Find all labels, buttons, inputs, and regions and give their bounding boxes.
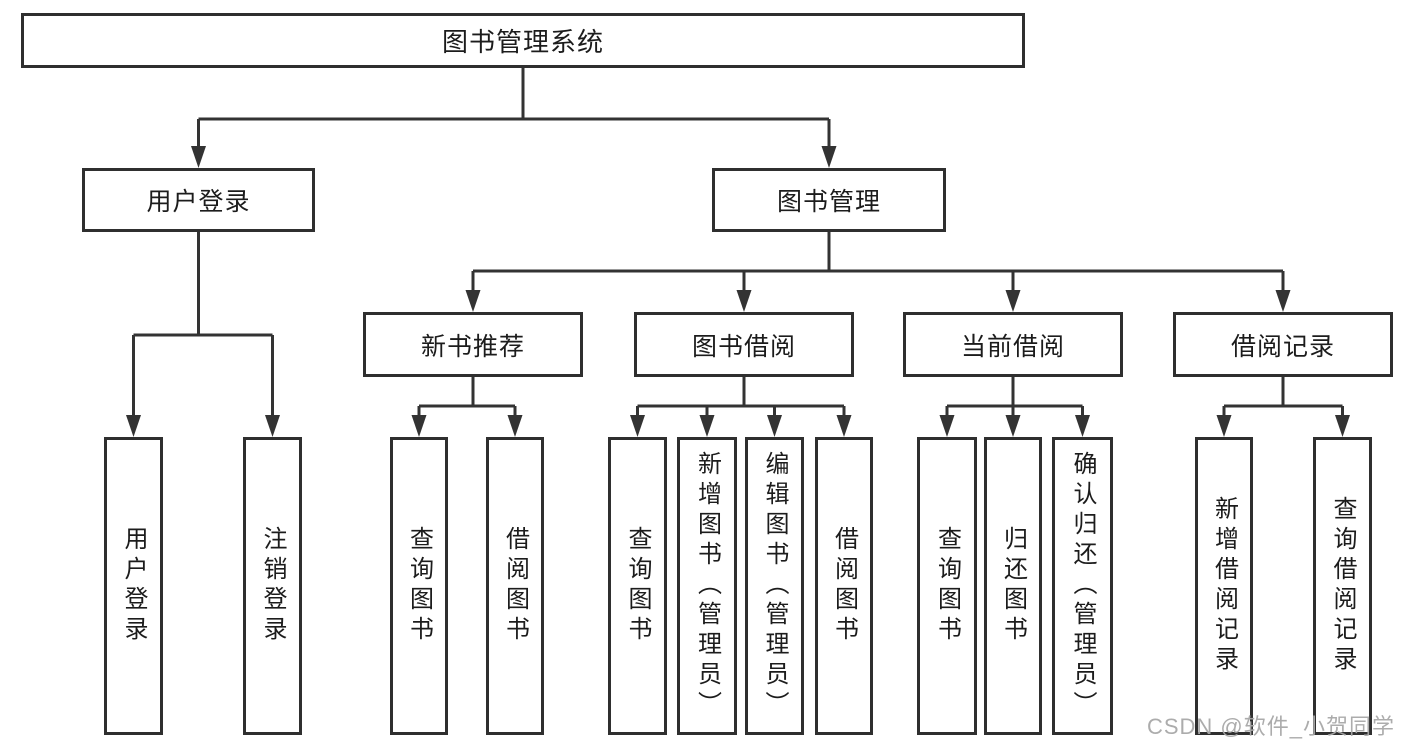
arrow-icon — [265, 415, 280, 437]
arrow-icon — [507, 415, 523, 437]
leaf-recommend-query-books: 查询图书 — [390, 437, 448, 735]
node-root: 图书管理系统 — [21, 13, 1025, 68]
node-book-management: 图书管理 — [712, 168, 946, 232]
node-current-borrow: 当前借阅 — [903, 312, 1123, 377]
connector-new-book-recommend-children — [417, 377, 517, 419]
arrow-icon — [939, 415, 955, 437]
arrow-icon — [126, 415, 141, 437]
leaf-label: 借阅图书 — [830, 526, 858, 646]
connector-user-login-children — [132, 232, 274, 418]
arrow-icon — [1075, 415, 1090, 437]
leaf-borrow-query-books: 查询图书 — [608, 437, 667, 735]
leaf-return-book: 归还图书 — [984, 437, 1042, 735]
node-new-book-recommend: 新书推荐 — [363, 312, 583, 377]
leaf-label: 查询图书 — [405, 526, 433, 646]
leaf-query-borrow-record: 查询借阅记录 — [1313, 437, 1372, 735]
connector-current-borrow-children — [945, 377, 1084, 419]
arrow-icon — [411, 415, 427, 437]
leaf-add-book-admin: 新增图书（管理员） — [677, 437, 737, 735]
arrow-icon — [836, 415, 852, 437]
leaf-label: 查询借阅记录 — [1329, 496, 1356, 676]
node-user-login: 用户登录 — [82, 168, 315, 232]
arrow-icon — [1005, 415, 1021, 437]
leaf-label: 新增图书（管理员） — [693, 451, 721, 721]
arrow-icon — [191, 146, 206, 168]
arrow-icon — [465, 290, 481, 312]
connector-root-to-level2 — [197, 68, 831, 149]
leaf-borrow-book: 借阅图书 — [815, 437, 873, 735]
leaf-add-borrow-record: 新增借阅记录 — [1195, 437, 1253, 735]
node-book-borrow: 图书借阅 — [634, 312, 854, 377]
watermark: CSDN @软件_小贺同学 — [1146, 714, 1395, 739]
connector-borrow-records-children — [1222, 377, 1344, 419]
arrow-icon — [821, 146, 837, 168]
arrow-icon — [1275, 290, 1291, 312]
leaf-label: 确认归还（管理员） — [1069, 451, 1096, 721]
leaf-confirm-return-admin: 确认归还（管理员） — [1052, 437, 1113, 735]
leaf-label: 注销登录 — [259, 526, 286, 646]
arrow-icon — [767, 415, 782, 437]
leaf-label: 用户登录 — [120, 526, 147, 646]
leaf-edit-book-admin: 编辑图书（管理员） — [745, 437, 804, 735]
connector-book-borrow-children — [636, 377, 846, 419]
leaf-label: 查询图书 — [624, 526, 651, 646]
leaf-logout: 注销登录 — [243, 437, 302, 735]
connector-book-management-children — [471, 232, 1285, 293]
leaf-user-login: 用户登录 — [104, 437, 163, 735]
node-borrow-records: 借阅记录 — [1173, 312, 1393, 377]
arrow-icon — [1005, 290, 1021, 312]
arrow-icon — [1335, 415, 1350, 437]
leaf-label: 归还图书 — [999, 526, 1027, 646]
leaf-label: 借阅图书 — [501, 526, 529, 646]
leaf-current-query-books: 查询图书 — [917, 437, 977, 735]
leaf-recommend-borrow-books: 借阅图书 — [486, 437, 544, 735]
leaf-label: 新增借阅记录 — [1210, 496, 1238, 676]
arrow-icon — [630, 415, 645, 437]
arrow-icon — [699, 415, 715, 437]
arrow-icon — [736, 290, 752, 312]
arrow-icon — [1216, 415, 1232, 437]
leaf-label: 编辑图书（管理员） — [761, 451, 788, 721]
leaf-label: 查询图书 — [933, 526, 961, 646]
